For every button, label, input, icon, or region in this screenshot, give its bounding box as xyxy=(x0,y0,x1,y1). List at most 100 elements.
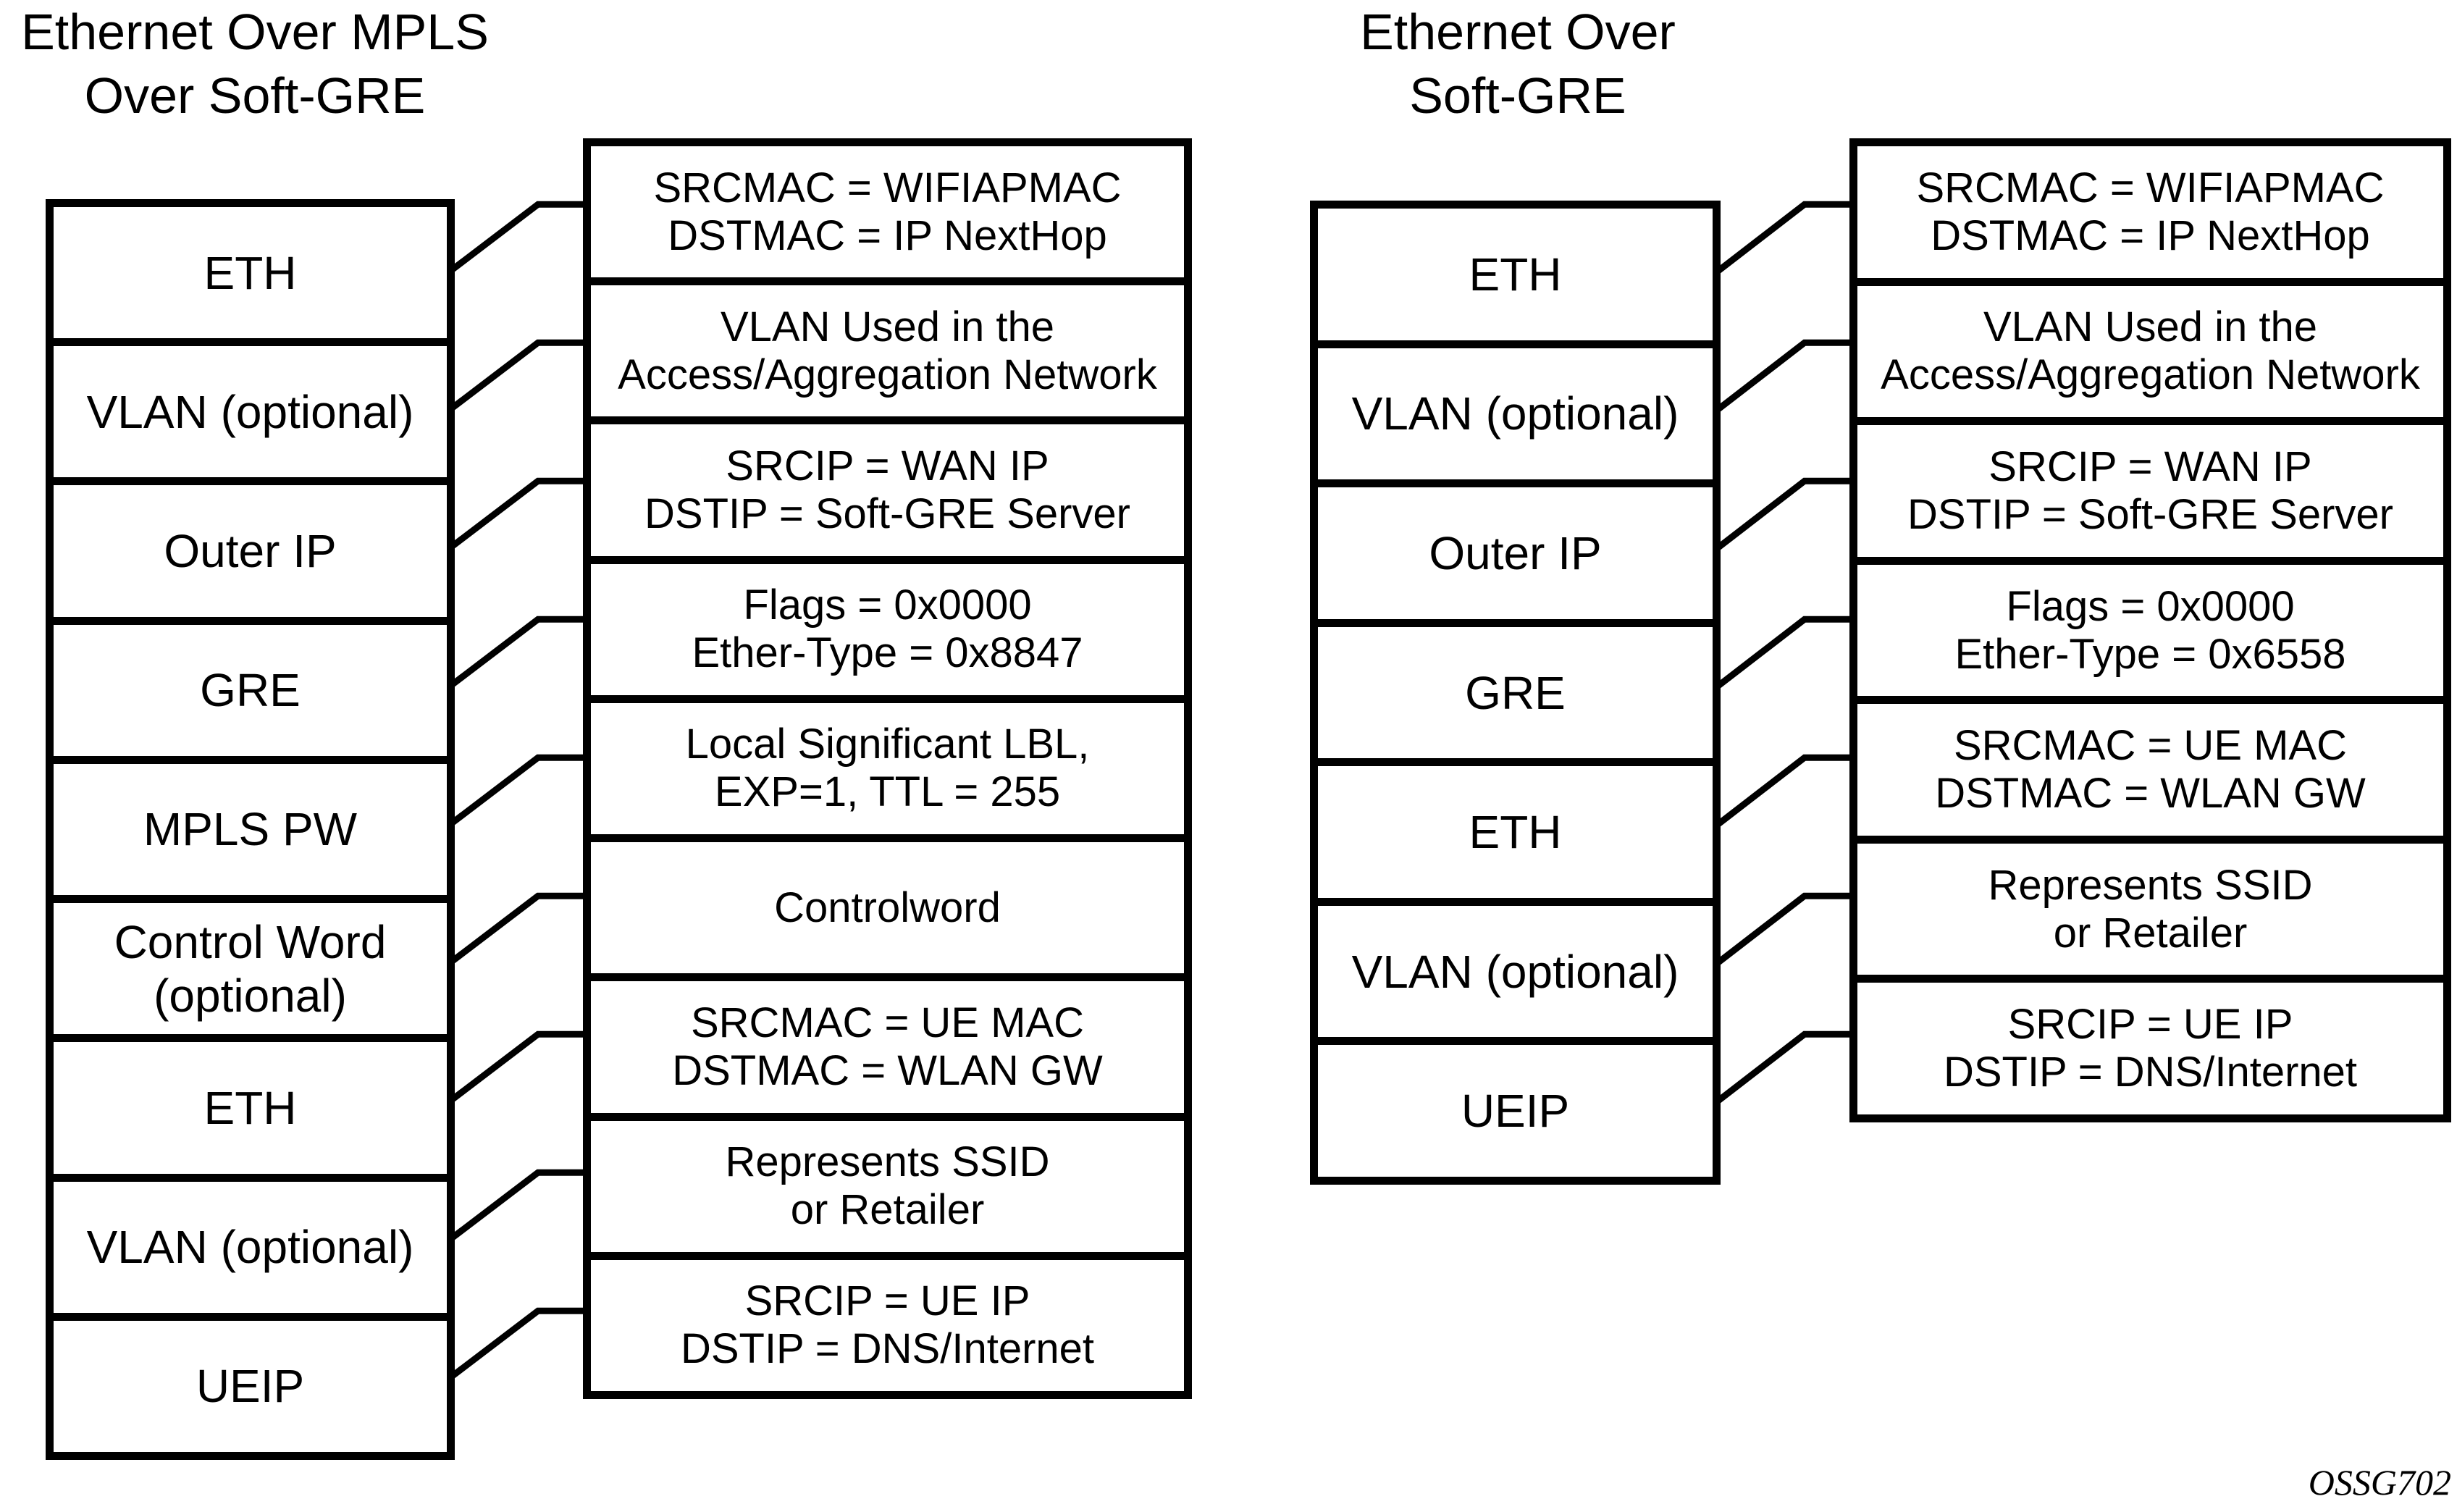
diagram-title-line: Ethernet Over MPLS xyxy=(21,4,489,60)
connector-line xyxy=(450,616,587,687)
stack-box-text-line: Control Word xyxy=(114,915,387,968)
description-box-text-line: Access/Aggregation Network xyxy=(1881,351,2420,399)
diagram-title-line: Over Soft-GRE xyxy=(84,67,426,124)
stack-box-text-line: ETH xyxy=(203,1081,297,1134)
stack-box-text-line: VLAN (optional) xyxy=(1351,387,1679,440)
connector-line xyxy=(1716,754,1854,827)
description-box-text-line: EXP=1, TTL = 255 xyxy=(714,768,1061,816)
stack-box: VLAN (optional) xyxy=(54,1173,447,1313)
description-box-text-line: SRCMAC = WIFIAPMAC xyxy=(653,164,1122,211)
connector-line xyxy=(1716,1030,1854,1104)
description-box-text-line: Ether-Type = 0x8847 xyxy=(692,629,1083,677)
stack-box-text-line: VLAN (optional) xyxy=(1351,945,1679,998)
connector-line xyxy=(450,201,587,272)
stack-box: VLAN (optional) xyxy=(1318,897,1713,1038)
stack-box: ETH xyxy=(54,1034,447,1173)
description-box-text-line: or Retailer xyxy=(2053,909,2248,957)
stack-box-text-line: MPLS PW xyxy=(143,803,358,856)
description-box-text-line: SRCMAC = UE MAC xyxy=(1953,722,2347,770)
description-box-text-line: SRCIP = UE IP xyxy=(2007,1001,2293,1049)
stack-box: Control Word(optional) xyxy=(54,895,447,1034)
stack-box: GRE xyxy=(54,616,447,756)
stack-box-text-line: VLAN (optional) xyxy=(86,385,414,438)
description-box-text-line: DSTMAC = IP NextHop xyxy=(668,211,1107,259)
connector-line xyxy=(1716,339,1854,412)
connector-line xyxy=(450,1169,587,1240)
connector-line xyxy=(450,477,587,549)
description-box-text-line: DSTIP = DNS/Internet xyxy=(680,1325,1095,1373)
stack-box-text-line: (optional) xyxy=(154,969,347,1022)
description-box-text-line: SRCIP = WAN IP xyxy=(726,442,1049,490)
description-box-text-line: Flags = 0x0000 xyxy=(2006,582,2295,630)
description-box-text-line: VLAN Used in the xyxy=(720,303,1055,350)
stack-box-text-line: ETH xyxy=(1469,806,1562,859)
stack-box: VLAN (optional) xyxy=(1318,340,1713,480)
figure-id: OSSG702 xyxy=(2308,1462,2451,1503)
description-box-text-line: DSTMAC = WLAN GW xyxy=(1935,770,2366,818)
description-box-text-line: DSTMAC = WLAN GW xyxy=(672,1046,1103,1094)
description-box-text-line: SRCIP = WAN IP xyxy=(1988,442,2312,490)
description-box-text-line: Local Significant LBL, xyxy=(685,721,1090,768)
protocol-stack-ethernet-over-soft-gre: ETH VLAN (optional) Outer IP GRE ETH VLAN (op… xyxy=(1310,201,1721,1185)
stack-box-text-line: ETH xyxy=(1469,248,1562,301)
connector-line xyxy=(1716,477,1854,550)
connector-line xyxy=(1716,616,1854,689)
stack-box: UEIP xyxy=(54,1312,447,1452)
stack-box: Outer IP xyxy=(1318,479,1713,619)
description-box-text-line: Represents SSID xyxy=(725,1138,1050,1186)
stack-box: GRE xyxy=(1318,618,1713,759)
stack-box-text-line: ETH xyxy=(203,246,297,299)
stack-box: ETH xyxy=(1318,758,1713,898)
description-box: Controlword xyxy=(591,834,1184,973)
description-box-text-line: SRCMAC = WIFIAPMAC xyxy=(1916,164,2385,211)
description-box-text-line: Access/Aggregation Network xyxy=(618,350,1157,398)
description-box-text-line: Controlword xyxy=(774,883,1001,931)
stack-box-text-line: GRE xyxy=(1465,666,1566,719)
stack-box: ETH xyxy=(54,207,447,338)
description-box-text-line: VLAN Used in the xyxy=(1983,303,2318,351)
connector-line xyxy=(1716,201,1854,274)
stack-box: VLAN (optional) xyxy=(54,338,447,477)
connector-line xyxy=(450,1307,587,1379)
stack-box-text-line: VLAN (optional) xyxy=(86,1221,414,1274)
diagram-title-ethernet-over-mpls-over-soft-gre: Ethernet Over MPLS Over Soft-GRE xyxy=(9,0,501,127)
description-box-text-line: SRCMAC = UE MAC xyxy=(690,999,1084,1046)
description-box-text-line: DSTIP = DNS/Internet xyxy=(1943,1049,2358,1096)
description-box: Local Significant LBL,EXP=1, TTL = 255 xyxy=(591,694,1184,834)
description-box-text-line: Represents SSID xyxy=(1988,861,2313,909)
stack-box-text-line: GRE xyxy=(200,664,301,717)
diagram-title-line: Ethernet Over xyxy=(1360,4,1676,60)
stack-box-text-line: Outer IP xyxy=(1429,526,1602,579)
stack-box-text-line: UEIP xyxy=(196,1360,305,1413)
connector-line xyxy=(450,339,587,411)
description-box-text-line: SRCIP = UE IP xyxy=(744,1277,1030,1325)
connector-line xyxy=(450,754,587,826)
stack-box-text-line: UEIP xyxy=(1461,1085,1570,1138)
stack-box: ETH xyxy=(1318,209,1713,340)
description-box-text-line: DSTIP = Soft-GRE Server xyxy=(644,490,1130,538)
stack-box: UEIP xyxy=(1318,1037,1713,1177)
stack-box: Outer IP xyxy=(54,477,447,616)
stack-box-text-line: Outer IP xyxy=(164,525,337,578)
description-box-text-line: DSTIP = Soft-GRE Server xyxy=(1907,490,2393,538)
description-box-text-line: Flags = 0x0000 xyxy=(743,581,1032,629)
stack-box: MPLS PW xyxy=(54,755,447,895)
